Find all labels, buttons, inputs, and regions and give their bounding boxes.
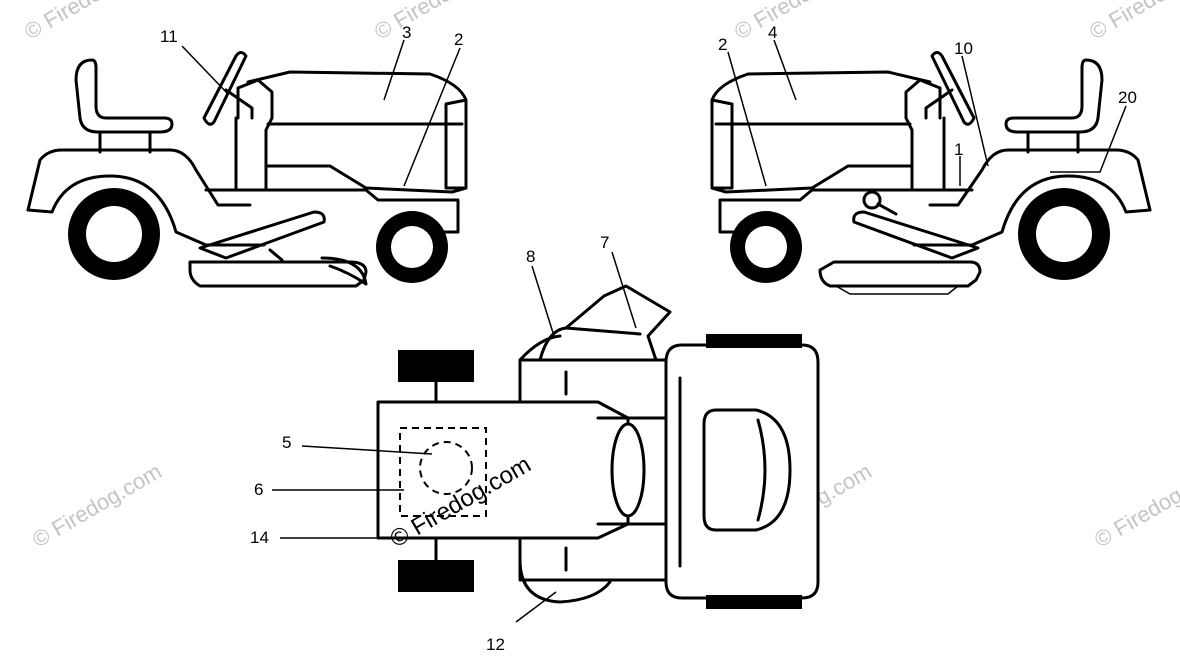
steering-wheel [930,51,976,126]
callout-4: 4 [768,23,777,42]
rear-wheel-hub [1036,206,1092,262]
leader-line [727,51,767,187]
fender-arch [26,174,266,247]
deck-chute [320,256,368,286]
callout-2: 2 [718,35,727,54]
callout-14: 14 [250,528,269,547]
frame [718,188,974,234]
pedal [198,210,326,260]
fender-arch [912,174,1152,247]
tractor-left-view [26,51,468,288]
callout-12: 12 [486,635,505,654]
tractor-top-view: © Firedog.com [376,284,820,609]
decal-outline-6 [399,427,487,517]
leader-line [961,55,989,167]
rear-fender [928,148,1152,212]
chute-edge [564,326,642,336]
leader-line [301,445,433,455]
callout-8: 8 [526,247,535,266]
callout-10: 10 [954,39,973,58]
watermark: © Firedog.com [1085,0,1180,44]
leader-line [383,39,405,101]
deck-skirt [835,285,959,295]
deck-curves [518,334,612,604]
leader-line [515,591,557,623]
watermark: © Firedog.com [28,458,166,552]
front-wheel-top [398,560,474,592]
lever-arm [876,202,898,216]
callout-6: 6 [254,480,263,499]
callout-5: 5 [282,433,291,452]
leader-line [181,45,229,95]
front-wheel-hub [745,226,787,268]
hood [246,70,468,194]
steering-column [224,88,254,120]
rear-wheel-top [706,334,802,348]
pedal [852,210,980,260]
watermark: © Firedog.com [1090,458,1180,552]
seat [1004,58,1104,134]
callout-1: 1 [954,140,963,159]
mower-deck [188,260,368,288]
dash-tower [904,78,942,190]
seat-top [702,408,792,532]
hood [710,70,932,194]
decal-outline-5 [419,441,473,495]
tractor-right-view [710,51,1152,295]
seat [74,58,174,134]
steering-wheel [202,51,248,126]
callouts: 11 3 2 2 4 10 20 1 8 7 5 6 14 12 [160,23,1137,654]
callout-7: 7 [600,233,609,252]
leader-line [773,39,797,101]
watermark: © Firedog.com [370,0,508,44]
discharge-chute [538,284,672,362]
leader-line [531,265,555,337]
dash-tower [236,78,274,190]
steering-column [924,88,954,120]
callout-2: 2 [454,30,463,49]
steering-top [610,422,646,518]
frame [204,188,460,234]
front-wheel-hub [391,226,433,268]
callout-3: 3 [402,23,411,42]
rear-wheel-hub [86,206,142,262]
watermark: © Firedog.com [20,0,158,44]
leader-lines [181,39,1127,623]
leader-line [1050,105,1127,173]
leader-line [403,47,461,187]
lever-knob [862,190,882,210]
callout-11: 11 [160,27,178,46]
grille [710,98,734,190]
grille [444,98,468,190]
mower-deck [818,260,982,288]
watermark: © Firedog.com [730,0,868,44]
front-wheel-top [398,350,474,382]
deck-link [268,248,284,262]
rear-fender [26,148,252,212]
callout-20: 20 [1118,88,1137,107]
rear-wheel-top [706,595,802,609]
leader-line [611,251,637,329]
seat-back [756,418,767,522]
